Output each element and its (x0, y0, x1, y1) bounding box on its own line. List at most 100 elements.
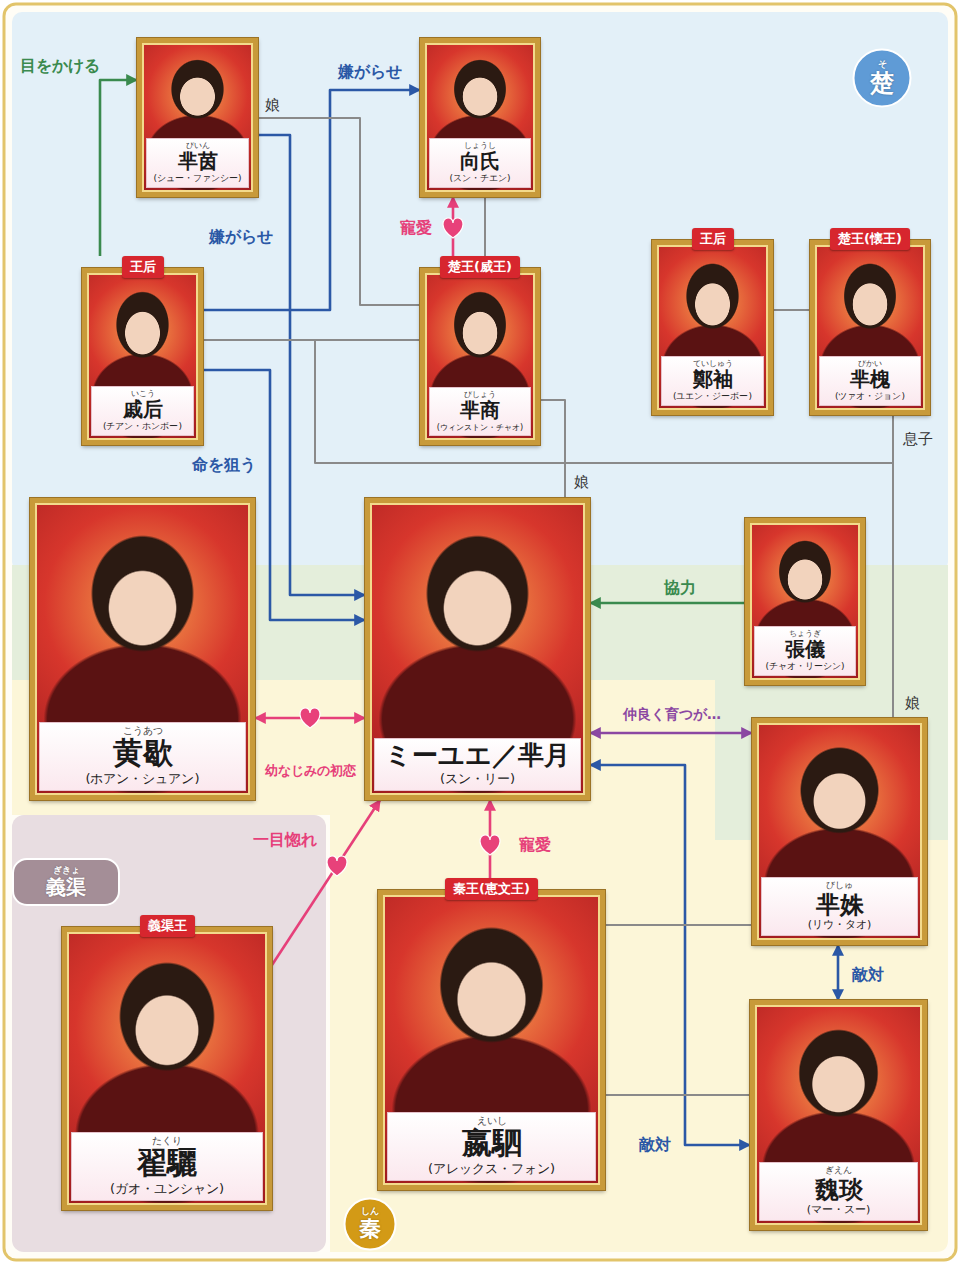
role-tag: 義渠王 (140, 915, 195, 937)
title-tag-holder: 王后 (652, 228, 773, 250)
name-panel: ぎえん魏琰(マー・スー) (759, 1162, 918, 1221)
relation-line (590, 732, 752, 735)
portrait-frame: こうあつ黄歇(ホアン・シュアン) (30, 498, 255, 800)
character-name: 芈茵 (150, 150, 245, 173)
portrait-frame: びかい芈槐(ツァオ・ジョン) (810, 240, 930, 415)
name-panel: ちょうぎ張儀(チャオ・リーシン) (754, 626, 856, 676)
name-ruby: えいし (391, 1115, 592, 1127)
actor-name: (チアン・ホンボー) (95, 421, 190, 432)
character-card: びかい芈槐(ツァオ・ジョン) 楚王(懐王) (810, 228, 930, 415)
badge-name: 義渠 (46, 876, 86, 898)
relation-line (837, 945, 840, 1000)
relation-line (272, 800, 380, 965)
character-card: こうあつ黄歇(ホアン・シュアン) (30, 498, 255, 800)
yiqu-region (12, 815, 326, 1252)
edge-label: 息子 (900, 430, 936, 448)
qin-region (12, 680, 948, 1252)
relation-line (773, 309, 810, 311)
edge-label: 命を狙う (189, 455, 259, 474)
character-card: びしょう芈商(ウィンストン・チャオ) 楚王(威王) (420, 256, 540, 445)
edge-label: 寵愛 (397, 218, 435, 237)
relation-line (540, 400, 565, 498)
edge-label-box: 敵対 (636, 1135, 674, 1154)
region-badge: しん秦 (343, 1197, 397, 1251)
edge-label: 目をかける (17, 56, 103, 75)
edge-label: 娘 (902, 694, 923, 712)
portrait-frame: びいん芈茵(シュー・ファンシー) (137, 38, 258, 197)
portrait-frame: ぎえん魏琰(マー・スー) (750, 1000, 927, 1230)
edge-label: 仲良く育つが… (620, 706, 724, 723)
edge-label-box: 幼なじみの初恋 (262, 760, 359, 779)
name-panel: びしゅ芈姝(リウ・タオ) (761, 877, 918, 936)
name-panel: びしょう芈商(ウィンストン・チャオ) (429, 387, 531, 436)
portrait-frame: ミーユエ／芈月(スン・リー) (365, 498, 590, 800)
actor-name: (チャオ・リーシン) (758, 661, 852, 672)
heart-symbol (443, 218, 463, 238)
character-name: 戚后 (95, 398, 190, 421)
badge-ruby: ぎきょ (53, 866, 80, 876)
actor-name: (ユエン・ジーボー) (665, 391, 760, 402)
name-panel: ミーユエ／芈月(スン・リー) (374, 738, 581, 791)
edge-label-box: 協力 (661, 578, 699, 597)
relation-line (605, 924, 752, 926)
name-panel: たくり翟驪(ガオ・ユンシャン) (71, 1132, 263, 1201)
edge-label: 一目惚れ (250, 830, 320, 849)
portrait-frame: えいし嬴駟(アレックス・フォン) (378, 890, 605, 1190)
edge-label: 嫌がらせ (206, 227, 276, 246)
page-frame (4, 4, 956, 1260)
name-panel: びかい芈槐(ツァオ・ジョン) (819, 356, 921, 406)
edge-label: 娘 (571, 473, 592, 491)
actor-name: (ツァオ・ジョン) (823, 391, 917, 402)
portrait-frame: びしゅ芈姝(リウ・タオ) (752, 718, 927, 945)
character-card: ていしゅう鄭袖(ユエン・ジーボー) 王后 (652, 228, 773, 415)
heart-symbol (327, 856, 347, 876)
role-tag: 王后 (692, 228, 734, 250)
character-card: えいし嬴駟(アレックス・フォン)秦王(恵文王) (378, 878, 605, 1190)
edge-label-box: 寵愛 (516, 835, 554, 854)
name-panel: えいし嬴駟(アレックス・フォン) (387, 1112, 596, 1181)
portrait-frame: びしょう芈商(ウィンストン・チャオ) (420, 268, 540, 445)
badge-circle (854, 50, 911, 107)
relation-line (590, 602, 745, 605)
name-ruby: びいん (150, 141, 245, 150)
edge-label-box: 娘 (902, 693, 923, 712)
name-ruby: しょうし (433, 141, 527, 150)
character-name: 鄭袖 (665, 368, 760, 391)
actor-name: (マー・スー) (763, 1203, 914, 1217)
relation-line (605, 1094, 750, 1096)
region-badge: ぎきょ義渠 (12, 858, 120, 906)
actor-name: (スン・チエン) (433, 173, 527, 184)
character-name: 魏琰 (763, 1176, 914, 1204)
role-tag: 王后 (122, 256, 164, 278)
edge-label: 敵対 (849, 965, 887, 984)
actor-name: (シュー・ファンシー) (150, 173, 245, 184)
name-panel: ていしゅう鄭袖(ユエン・ジーボー) (661, 356, 764, 406)
title-tag-holder: 王后 (82, 256, 203, 278)
edge-label-box: 仲良く育つが… (620, 704, 724, 723)
character-name: 芈商 (433, 399, 527, 422)
name-ruby: ちょうぎ (758, 629, 852, 638)
character-card: いこう戚后(チアン・ホンボー)王后 (82, 256, 203, 445)
name-ruby: たくり (75, 1135, 259, 1147)
title-tag-holder: 義渠王 (62, 915, 272, 937)
edge-label-box: 娘 (262, 95, 283, 114)
name-ruby: ていしゅう (665, 359, 760, 368)
relation-line (258, 118, 420, 305)
portrait-frame: しょうし向氏(スン・チエン) (420, 38, 540, 197)
title-tag-holder: 楚王(威王) (420, 256, 540, 278)
role-tag: 楚王(威王) (440, 256, 520, 278)
relation-line (590, 765, 750, 1145)
region-badge: そ楚 (852, 48, 912, 108)
character-name: 芈姝 (765, 891, 914, 919)
edge-label: 敵対 (636, 1135, 674, 1154)
edge-label-box: 一目惚れ (250, 830, 320, 849)
heart-symbol (480, 835, 500, 855)
name-ruby: びしょう (433, 390, 527, 399)
title-tag-holder: 楚王(懐王) (810, 228, 930, 250)
actor-name: (リウ・タオ) (765, 918, 914, 932)
badge-name: 楚 (870, 70, 894, 96)
portrait-frame: たくり翟驪(ガオ・ユンシャン) (62, 927, 272, 1210)
edge-label: 協力 (661, 578, 699, 597)
character-card: びしゅ芈姝(リウ・タオ) (752, 718, 927, 945)
